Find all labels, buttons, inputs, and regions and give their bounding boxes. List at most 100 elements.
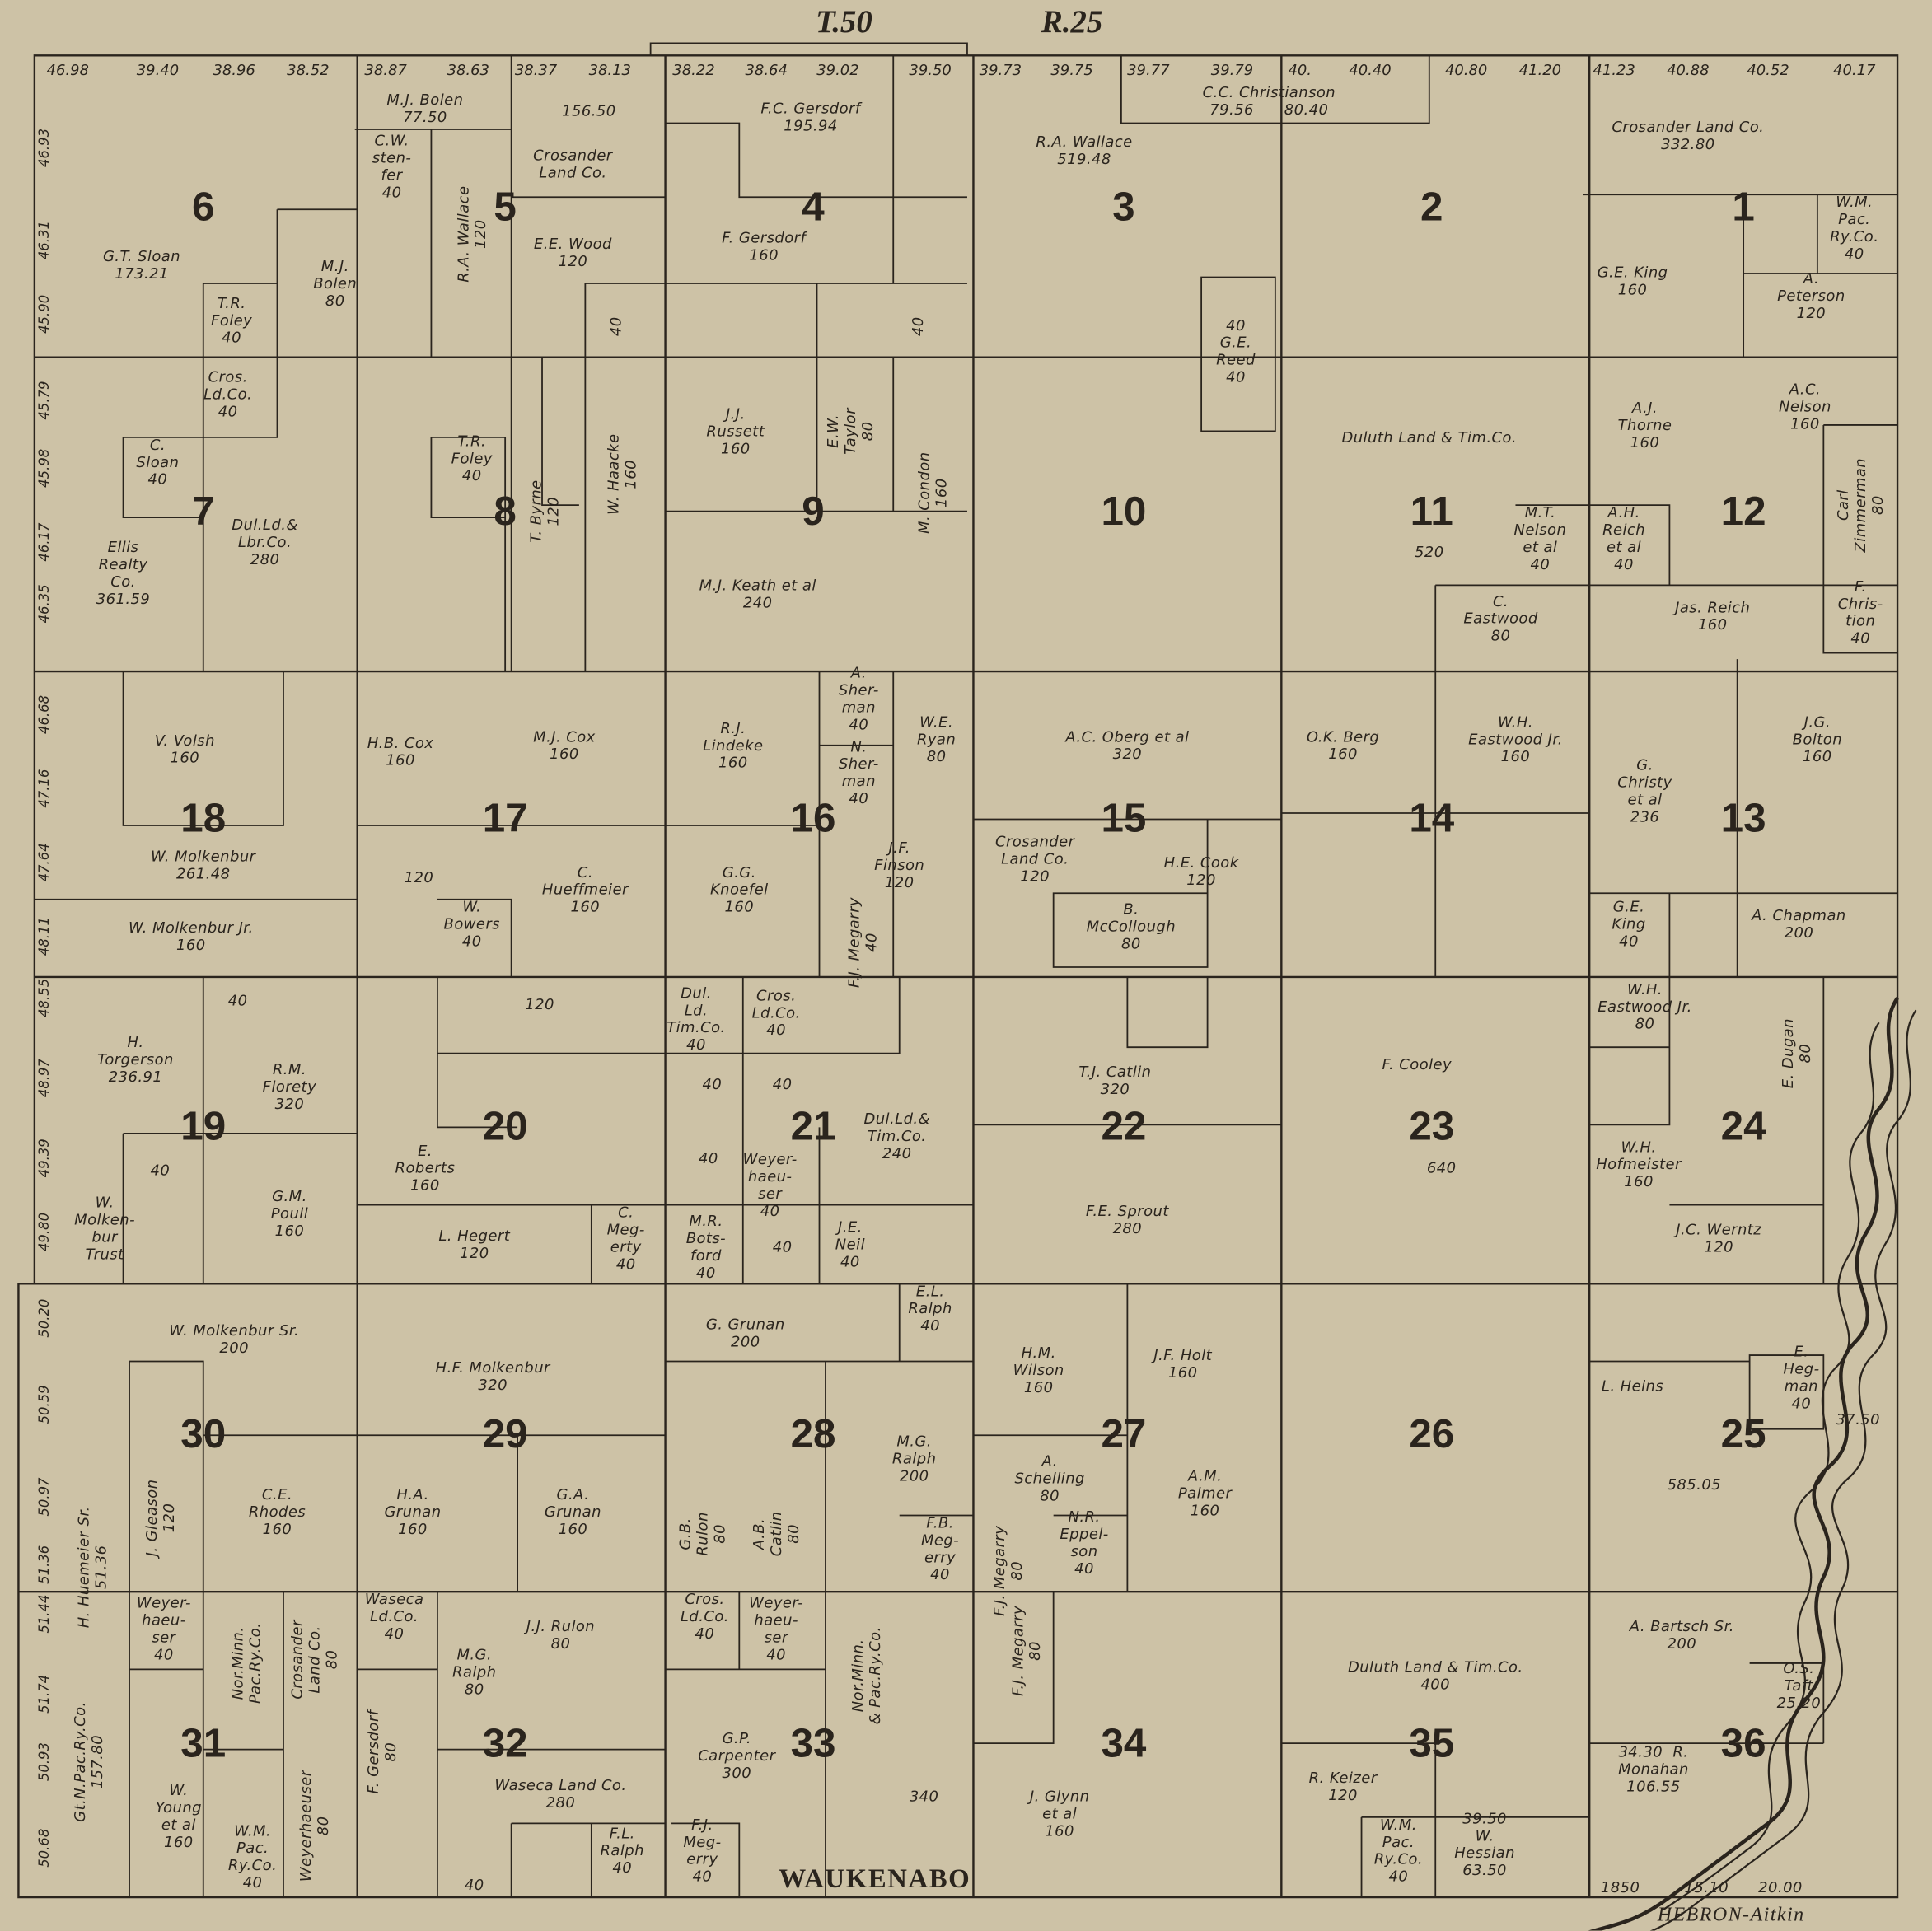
margin-acreage: 51.44 xyxy=(36,1594,53,1634)
section-number: 12 xyxy=(1720,488,1766,534)
town-waukenabo: WAUKENABO xyxy=(779,1863,971,1894)
parcel-owner-label: E. Dugan 80 xyxy=(1779,1017,1814,1089)
margin-acreage: 45.90 xyxy=(36,294,53,334)
margin-acreage: 41.20 xyxy=(1518,61,1562,79)
parcel-owner-label: Nor.Minn. Pac.Ry.Co. xyxy=(229,1622,264,1704)
parcel-owner-label: A.C. Nelson 160 xyxy=(1778,381,1831,432)
parcel-owner-label: Weyer- haeu- ser 40 xyxy=(749,1594,804,1663)
parcel-owner-label: J.J. Russett 160 xyxy=(706,405,765,457)
parcel-owner-label: Duluth Land & Tim.Co. xyxy=(1341,428,1518,447)
parcel-owner-label: O.S. Taft 25.20 xyxy=(1776,1659,1822,1712)
parcel-owner-label: G.P. Carpenter 300 xyxy=(698,1729,776,1782)
parcel-owner-label: Ellis Realty Co. 361.59 xyxy=(96,538,151,608)
parcel-owner-label: 520 xyxy=(1414,543,1444,561)
parcel-owner-label: W. Molkenbur Jr. 160 xyxy=(128,919,254,954)
parcel-owner-label: T.R. Foley 40 xyxy=(451,432,493,484)
parcel-owner-label: J.E. Neil 40 xyxy=(835,1218,866,1270)
margin-acreage: 50.59 xyxy=(36,1385,53,1424)
section-number: 31 xyxy=(180,1719,227,1766)
margin-acreage: 48.97 xyxy=(36,1059,53,1098)
section-number: 34 xyxy=(1101,1719,1147,1766)
parcel-owner-label: G. Christy et al 236 xyxy=(1617,756,1672,825)
parcel-owner-label: H. Torgerson 236.91 xyxy=(97,1033,174,1086)
section-number: 6 xyxy=(192,183,215,230)
parcel-owner-label: 40 G.E. Reed 40 xyxy=(1216,316,1256,386)
margin-acreage: 50.97 xyxy=(36,1477,53,1517)
parcel-owner-label: W. Molkenbur Sr. 200 xyxy=(169,1321,300,1357)
parcel-owner-label: W. Molken- bur Trust xyxy=(74,1194,136,1263)
parcel-owner-label: Weyer- haeu- ser 40 xyxy=(136,1594,191,1663)
margin-acreage: 50.68 xyxy=(36,1828,53,1868)
section-number: 33 xyxy=(790,1719,836,1766)
margin-acreage: 45.98 xyxy=(36,448,53,488)
parcel-owner-label: Crosander Land Co. 80 xyxy=(288,1620,340,1700)
parcel-owner-label: M.J. Bolen 77.50 xyxy=(386,91,464,126)
parcel-owner-label: W.M. Pac. Ry.Co. 40 xyxy=(227,1821,278,1891)
parcel-owner-label: T.R. Foley 40 xyxy=(211,294,253,347)
margin-acreage: 40.80 xyxy=(1444,61,1488,79)
margin-acreage: 47.64 xyxy=(36,843,53,882)
parcel-owner-label: Dul.Ld.& Lbr.Co. 280 xyxy=(232,516,298,568)
margin-acreage: 38.63 xyxy=(447,61,489,79)
parcel-owner-label: W. Molkenbur 261.48 xyxy=(151,847,256,882)
parcel-owner-label: A.C. Oberg et al 320 xyxy=(1065,727,1190,763)
parcel-owner-label: M. Condon 160 xyxy=(915,451,951,534)
parcel-owner-label: F.J. Meg- erry 40 xyxy=(683,1816,722,1886)
parcel-owner-label: L. Heins xyxy=(1601,1377,1664,1395)
margin-acreage: 40.88 xyxy=(1667,61,1710,79)
parcel-owner-label: R. Keizer 120 xyxy=(1308,1769,1378,1804)
parcel-owner-label: R.A. Wallace 120 xyxy=(454,185,489,283)
parcel-owner-label: A. Bartsch Sr. 200 xyxy=(1629,1617,1734,1653)
parcel-owner-label: Weyerhaeuser 80 xyxy=(297,1770,332,1882)
margin-acreage: 38.13 xyxy=(588,61,631,79)
town-hebron-aitkin: HEBRON-Aitkin xyxy=(1657,1905,1805,1926)
section-number: 1 xyxy=(1732,183,1755,230)
parcel-owner-label: M.J. Cox 160 xyxy=(533,727,596,763)
margin-acreage: 51.36 xyxy=(36,1545,53,1584)
section-number: 7 xyxy=(192,488,215,534)
parcel-owner-label: V. Volsh 160 xyxy=(154,732,215,767)
parcel-owner-label: H.B. Cox 160 xyxy=(367,734,434,769)
margin-acreage: 38.22 xyxy=(672,61,715,79)
parcel-owner-label: W.H. Eastwood Jr. 80 xyxy=(1598,980,1692,1033)
parcel-owner-label: R.J. Lindeke 160 xyxy=(703,719,764,772)
parcel-owner-label: B. McCollough 80 xyxy=(1086,900,1177,953)
parcel-boundaries xyxy=(34,42,1898,1898)
parcel-owner-label: Crosander Land Co. xyxy=(533,146,613,181)
parcel-owner-label: Waseca Ld.Co. 40 xyxy=(364,1590,424,1643)
margin-acreage: 39.79 xyxy=(1210,61,1254,79)
parcel-owner-label: A.B. Catlin 80 xyxy=(750,1511,802,1557)
section-number: 29 xyxy=(482,1410,528,1456)
parcel-owner-label: 40 xyxy=(464,1876,484,1894)
margin-acreage: 39.75 xyxy=(1050,61,1093,79)
parcel-owner-label: Gt.N.Pac.Ry.Co. 157.80 xyxy=(71,1701,106,1822)
parcel-owner-label: M.G. Ralph 200 xyxy=(891,1433,937,1485)
river-icon xyxy=(1588,997,1899,1931)
parcel-owner-label: L. Hegert 120 xyxy=(438,1227,511,1262)
parcel-owner-label: F.C. Gersdorf 195.94 xyxy=(760,100,861,135)
parcel-owner-label: F.J. Megarry 80 xyxy=(990,1525,1026,1616)
parcel-owner-label: F. Gersdorf 80 xyxy=(364,1709,400,1794)
parcel-owner-label: F.B. Meg- erry 40 xyxy=(920,1513,960,1583)
margin-acreage: 39.73 xyxy=(979,61,1022,79)
parcel-owner-label: J.F. Holt 160 xyxy=(1153,1346,1213,1382)
margin-acreage: 46.31 xyxy=(36,221,53,260)
parcel-owner-label: C. Eastwood 80 xyxy=(1463,592,1538,645)
parcel-owner-label: G.E. King 160 xyxy=(1597,264,1668,298)
parcel-owner-label: A. Peterson 120 xyxy=(1777,269,1845,322)
parcel-owner-label: 120 xyxy=(525,995,554,1013)
parcel-owner-label: N. Sher- man 40 xyxy=(838,737,879,807)
parcel-owner-label: E.E. Wood 120 xyxy=(533,235,612,270)
parcel-owner-label: 585.05 xyxy=(1667,1475,1722,1494)
parcel-owner-label: E. Heg- man 40 xyxy=(1783,1343,1820,1412)
margin-acreage: 40. xyxy=(1288,61,1312,79)
parcel-owner-label: E.W. Taylor 80 xyxy=(824,408,877,455)
margin-acreage: 47.16 xyxy=(36,769,53,808)
section-number: 8 xyxy=(494,488,517,534)
parcel-owner-label: Cros. Ld.Co. 40 xyxy=(203,368,253,420)
parcel-owner-label: 640 xyxy=(1426,1159,1457,1177)
parcel-owner-label: C. Sloan 40 xyxy=(136,436,180,489)
parcel-owner-label: R.M. Florety 320 xyxy=(262,1060,317,1113)
margin-acreage: 38.37 xyxy=(514,61,558,79)
parcel-owner-label: Weyer- haeu- ser 40 xyxy=(742,1150,798,1220)
